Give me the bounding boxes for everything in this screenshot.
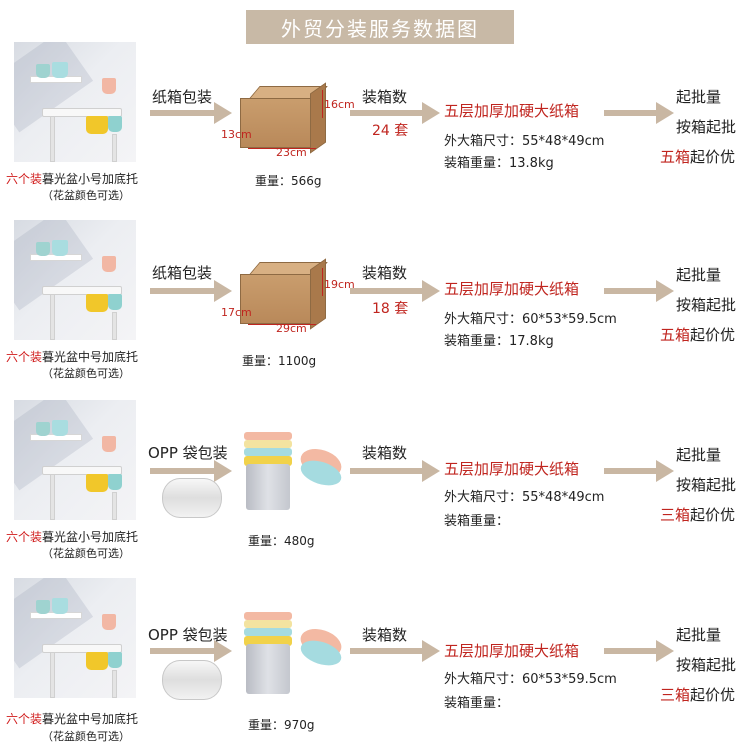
arrow — [350, 102, 440, 124]
unit-weight: 重量：970g — [248, 718, 315, 732]
product-caption-note: （花盆颜色可选） — [42, 367, 130, 380]
order-by-carton: 按箱起批 — [676, 656, 737, 674]
arrow — [150, 280, 232, 302]
arrow — [350, 640, 440, 662]
product-caption-note: （花盆颜色可选） — [42, 547, 130, 560]
product-caption-note: （花盆颜色可选） — [42, 730, 130, 743]
opp-bag-roll-icon — [162, 660, 222, 700]
arrow — [604, 460, 674, 482]
product-caption: 六个装暮光盆小号加底托 — [6, 530, 139, 544]
box-count-label: 装箱数 — [362, 88, 408, 106]
box-count-label: 装箱数 — [362, 264, 408, 282]
outer-carton-size: 外大箱尺寸：60*53*59.5cm — [444, 312, 617, 327]
box-count-label: 装箱数 — [362, 444, 408, 462]
arrow — [350, 460, 440, 482]
dimension-height: 19cm — [324, 278, 355, 291]
product-caption: 六个装暮光盆中号加底托 — [6, 350, 139, 364]
min-order-label: 起批量 — [676, 446, 722, 464]
packing-method-label: OPP 袋包装 — [148, 444, 228, 462]
outer-carton-weight: 装箱重量： — [444, 696, 510, 711]
outer-carton-weight: 装箱重量：13.8kg — [444, 156, 554, 171]
page-title: 外贸分装服务数据图 — [246, 10, 514, 44]
carton-box-icon — [232, 256, 332, 336]
packaging-row-small-opp: 六个装暮光盆小号加底托 （花盆颜色可选） OPP 袋包装 重量：480g 装箱数… — [0, 400, 750, 575]
outer-carton-weight: 装箱重量：17.8kg — [444, 334, 554, 349]
outer-carton-weight: 装箱重量： — [444, 514, 510, 529]
product-caption-note: （花盆颜色可选） — [42, 189, 130, 202]
arrow — [150, 460, 232, 482]
opp-bag-roll-icon — [162, 478, 222, 518]
packing-method-label: 纸箱包装 — [152, 264, 213, 282]
price-discount-note: 五箱起价优 — [660, 326, 736, 344]
unit-weight: 重量：480g — [248, 534, 315, 548]
order-by-carton: 按箱起批 — [676, 476, 737, 494]
unit-weight: 重量：1100g — [242, 354, 317, 368]
outer-carton-size: 外大箱尺寸：60*53*59.5cm — [444, 672, 617, 687]
packing-method-label: OPP 袋包装 — [148, 626, 228, 644]
product-caption: 六个装暮光盆小号加底托 — [6, 172, 139, 186]
min-order-label: 起批量 — [676, 88, 722, 106]
dimension-width: 29cm — [276, 322, 307, 335]
outer-carton-type: 五层加厚加硬大纸箱 — [444, 642, 580, 660]
outer-carton-type: 五层加厚加硬大纸箱 — [444, 102, 580, 120]
unit-weight: 重量：566g — [255, 174, 322, 188]
product-photo — [14, 578, 136, 698]
arrow — [604, 102, 674, 124]
dimension-height: 16cm — [324, 98, 355, 111]
outer-carton-type: 五层加厚加硬大纸箱 — [444, 280, 580, 298]
arrow — [150, 640, 232, 662]
dimension-depth: 17cm — [221, 306, 252, 319]
product-photo — [14, 400, 136, 520]
box-count-value: 24 套 — [372, 123, 409, 139]
product-photo — [14, 220, 136, 340]
packaging-row-medium-carton: 六个装暮光盆中号加底托 （花盆颜色可选） 纸箱包装 19cm 17cm 29cm… — [0, 220, 750, 395]
min-order-label: 起批量 — [676, 626, 722, 644]
outer-carton-type: 五层加厚加硬大纸箱 — [444, 460, 580, 478]
carton-box-icon — [232, 80, 332, 160]
dimension-width: 23cm — [276, 146, 307, 159]
outer-carton-size: 外大箱尺寸：55*48*49cm — [444, 490, 605, 505]
order-by-carton: 按箱起批 — [676, 296, 737, 314]
packing-method-label: 纸箱包装 — [152, 88, 213, 106]
outer-carton-size: 外大箱尺寸：55*48*49cm — [444, 134, 605, 149]
box-count-label: 装箱数 — [362, 626, 408, 644]
min-order-label: 起批量 — [676, 266, 722, 284]
arrow — [604, 640, 674, 662]
arrow — [150, 102, 232, 124]
order-by-carton: 按箱起批 — [676, 118, 737, 136]
dimension-depth: 13cm — [221, 128, 252, 141]
price-discount-note: 五箱起价优 — [660, 148, 736, 166]
stacked-pots-icon — [244, 612, 292, 620]
stacked-pots-icon — [244, 432, 292, 440]
product-photo — [14, 42, 136, 162]
price-discount-note: 三箱起价优 — [660, 506, 736, 524]
price-discount-note: 三箱起价优 — [660, 686, 736, 704]
packaging-row-medium-opp: 六个装暮光盆中号加底托 （花盆颜色可选） OPP 袋包装 重量：970g 装箱数… — [0, 578, 750, 753]
product-caption: 六个装暮光盆中号加底托 — [6, 712, 139, 726]
box-count-value: 18 套 — [372, 301, 409, 317]
arrow — [604, 280, 674, 302]
packaging-row-small-carton: 六个装暮光盆小号加底托 （花盆颜色可选） 纸箱包装 16cm 13cm 23cm… — [0, 42, 750, 217]
arrow — [350, 280, 440, 302]
